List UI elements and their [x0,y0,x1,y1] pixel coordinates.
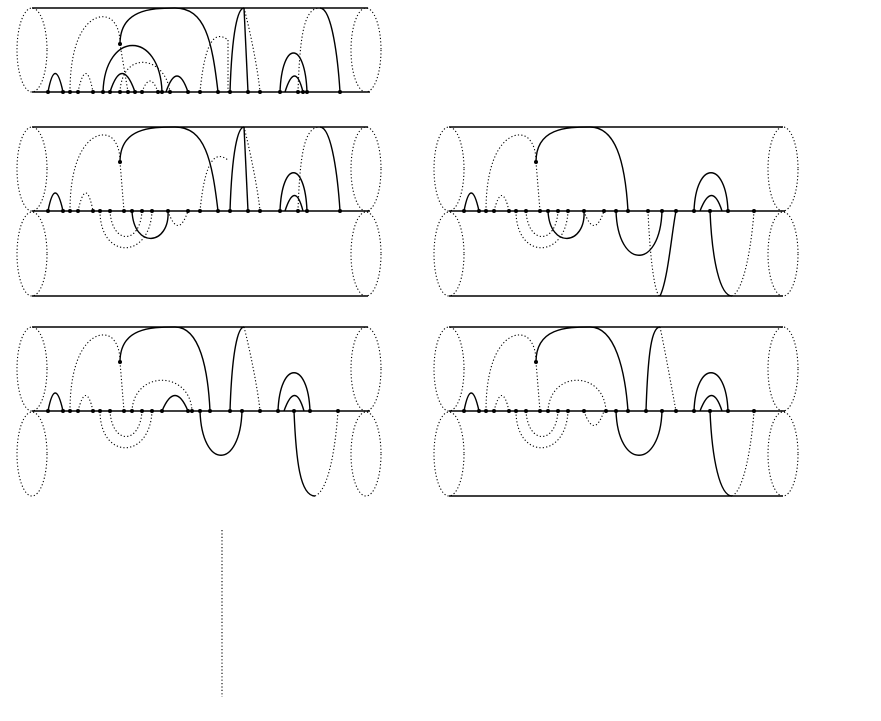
strands [463,126,755,297]
cylinder-5-bottom [433,411,799,497]
cylinder-1-top [16,7,382,93]
cylinder-2-bottom [16,211,382,297]
nodes [46,360,340,413]
strands [47,7,341,93]
panel-4 [16,326,382,497]
panel-5 [433,326,799,497]
cylinder-5-top [433,326,799,412]
panel-3 [433,126,799,297]
strands [463,326,755,497]
panel-2 [16,126,382,297]
cylinder-3-top [433,126,799,212]
panel-1 [16,7,382,94]
nodes [462,360,756,413]
cylinder-3-bottom [433,211,799,297]
nodes [462,160,756,213]
cylinder-4-top [16,326,382,412]
strands [47,326,339,497]
nodes [46,160,342,213]
nodes [46,42,342,94]
cylinder-4-bottom [16,411,382,497]
cylinder-2-top [16,126,382,212]
strands [47,126,341,249]
